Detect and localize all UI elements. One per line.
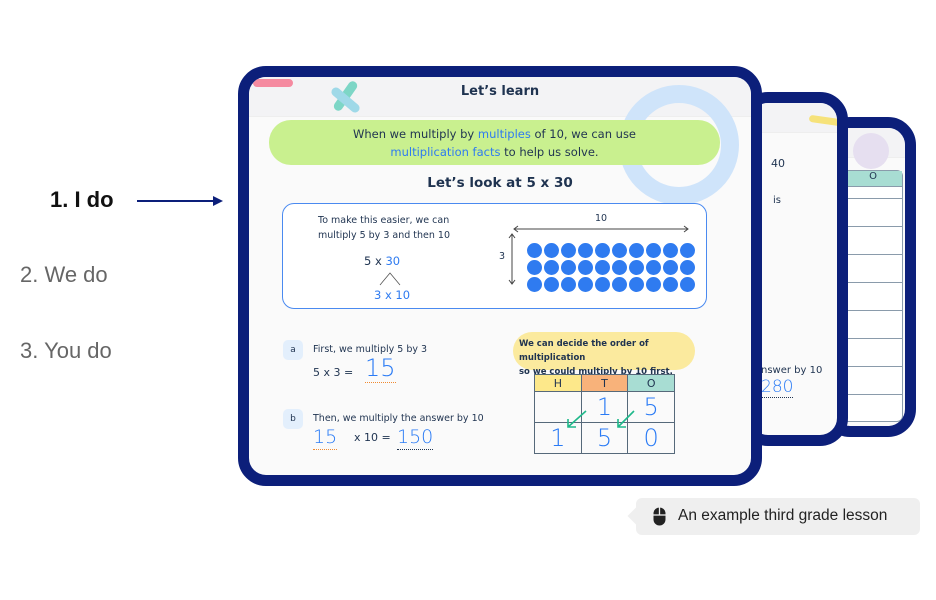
- step-b-handwritten-15: 15: [313, 426, 338, 450]
- banner-text: to help us solve.: [500, 145, 599, 159]
- array-dot: [663, 243, 678, 258]
- split-expression: 3 x 10: [374, 288, 411, 302]
- text-fragment: 40: [771, 157, 785, 170]
- array-dot: [663, 277, 678, 292]
- banner-highlight: multiplication facts: [390, 145, 501, 159]
- text-fragment: is: [773, 195, 781, 206]
- nav-item-i-do[interactable]: 1. I do: [50, 187, 114, 212]
- width-arrow: [513, 225, 689, 233]
- array-dot: [527, 260, 542, 275]
- array-dot: [680, 277, 695, 292]
- array-dot: [612, 243, 627, 258]
- expression: 5 x 30: [364, 254, 401, 268]
- header-h: H: [534, 374, 582, 392]
- caption-text: An example third grade lesson: [678, 507, 888, 524]
- step-a-text: First, we multiply 5 by 3: [313, 344, 428, 355]
- arrow-right-icon: [137, 193, 225, 212]
- array-dot: [663, 260, 678, 275]
- array-dot: [595, 243, 610, 258]
- height-arrow: [508, 233, 516, 285]
- array-dot: [612, 260, 627, 275]
- mouse-icon: [653, 507, 666, 526]
- array-dot: [544, 277, 559, 292]
- array-dot: [629, 277, 644, 292]
- array-dot: [595, 260, 610, 275]
- array-dot: [527, 243, 542, 258]
- split-lines: [379, 272, 401, 286]
- dot-array: [527, 243, 695, 292]
- banner-text: of 10, we can use: [530, 127, 637, 141]
- step-b-answer: 150: [397, 426, 434, 450]
- array-dot: [561, 243, 576, 258]
- array-dot: [629, 260, 644, 275]
- array-dot: [578, 277, 593, 292]
- array-dot: [561, 277, 576, 292]
- array-dot: [578, 243, 593, 258]
- array-dot: [561, 260, 576, 275]
- array-dot: [612, 277, 627, 292]
- array-dot: [680, 243, 695, 258]
- array-dot: [595, 277, 610, 292]
- banner-text: When we multiply by: [352, 127, 478, 141]
- banner-highlight: multiples: [477, 127, 531, 141]
- tip-note: We can decide the order of multiplicatio…: [513, 332, 695, 377]
- o-column-header: O: [844, 171, 902, 187]
- cell: 0: [627, 422, 675, 454]
- array-dot: [629, 243, 644, 258]
- subtitle: Let’s look at 5 x 30: [427, 175, 573, 191]
- step-badge-b: b: [283, 409, 303, 429]
- page-header: Let’s learn: [460, 84, 540, 99]
- array-dot: [544, 260, 559, 275]
- step-a-answer: 15: [365, 354, 396, 383]
- nav-item-we-do[interactable]: 2. We do: [20, 262, 108, 287]
- caption-tooltip: An example third grade lesson: [627, 498, 920, 535]
- rows-label: 3: [499, 251, 506, 262]
- step-badge-a: a: [283, 340, 303, 360]
- array-dot: [646, 277, 661, 292]
- key-idea-banner: When we multiply by multiples of 10, we …: [269, 120, 720, 165]
- handwritten-answer: 280: [761, 377, 794, 398]
- array-dot: [578, 260, 593, 275]
- cols-label: 10: [595, 213, 608, 224]
- array-dot: [527, 277, 542, 292]
- shift-arrows-icon: [567, 410, 635, 428]
- array-dot: [646, 260, 661, 275]
- step-b-text: Then, we multiply the answer by 10: [313, 413, 484, 424]
- lesson-card-main: Let’s learn When we multiply by multiple…: [238, 66, 762, 486]
- array-dot: [646, 243, 661, 258]
- step-b-equation: x 10 =: [354, 431, 391, 444]
- array-dot: [680, 260, 695, 275]
- array-dot: [544, 243, 559, 258]
- step-a-equation: 5 x 3 =: [313, 366, 354, 379]
- nav-item-you-do[interactable]: 3. You do: [20, 338, 112, 363]
- text-fragment: nswer by 10: [761, 365, 823, 376]
- header-o: O: [627, 374, 675, 392]
- header-t: T: [580, 374, 629, 392]
